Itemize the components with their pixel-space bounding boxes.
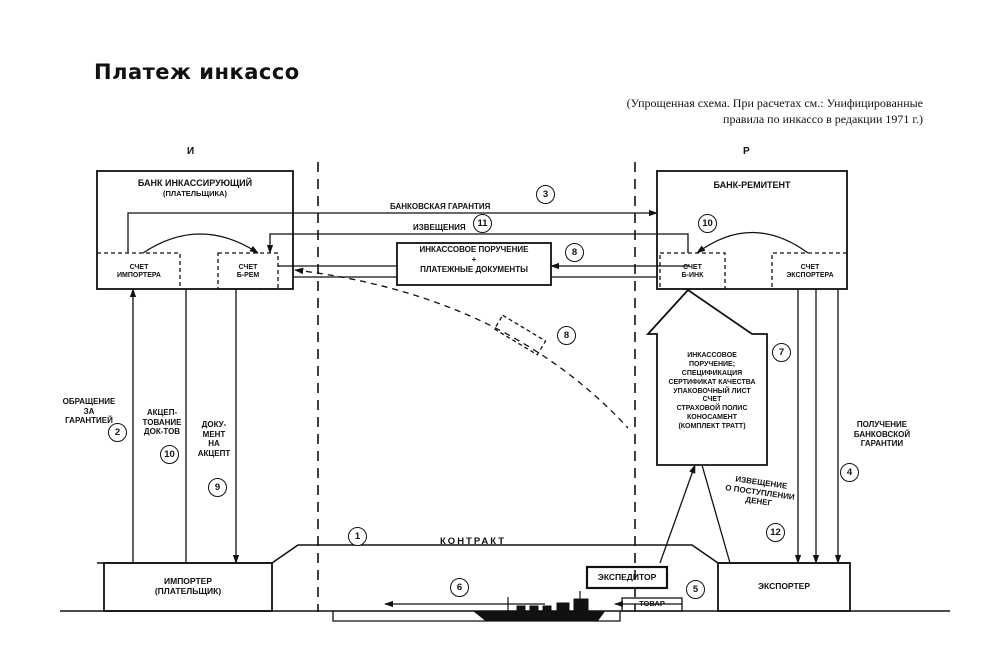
importer-box [103, 562, 273, 612]
mail-route [294, 267, 629, 429]
document-item: СЧЕТ [702, 396, 722, 404]
document-item: КОНОСАМЕНТ [687, 414, 737, 422]
importer-account: СЧЕТ ИМПОРТЕРА [100, 264, 178, 281]
b-rem-account-line-1: СЧЕТ [238, 264, 258, 271]
acceptance-line-1: АКЦЕП- [146, 408, 178, 417]
b-rem-account: СЧЕТ Б-РЕМ [218, 264, 278, 281]
remitting-bank-arc [696, 231, 809, 254]
step-2-badge: 2 [108, 423, 127, 442]
forwarder-label: ЭКСПЕДИТОР [597, 572, 657, 582]
collecting-bank-name: БАНК ИНКАССИРУЮЩИЙ [137, 178, 253, 188]
goods-label: ТОВАР [639, 599, 665, 608]
step-5-badge: 5 [686, 580, 705, 599]
notices-label: ИЗВЕЩЕНИЯ [413, 223, 466, 232]
notices-line [266, 233, 689, 254]
guarantee-receipt-line-2: БАНКОВСКОЙ [853, 429, 911, 439]
b-ink-account-line-2: Б-ИНК [681, 272, 704, 280]
importer-account-line-2: ИМПОРТЕРА [117, 272, 161, 280]
side-right-label: Р [743, 146, 750, 157]
diagram-subtitle: (Упрощенная схема. При расчетах см.: Уни… [323, 95, 923, 127]
acceptance-line-2: ТОВАНИЕ [142, 417, 182, 427]
importer-account-box [97, 252, 181, 289]
importer-label: ИМПОРТЕР (ПЛАТЕЛЬЩИК) [104, 576, 272, 596]
collection-order-label: ИНКАССОВОЕ ПОРУЧЕНИЕ + ПЛАТЕЖНЫЕ ДОКУМЕН… [397, 245, 551, 275]
step-12-badge: 12 [766, 523, 785, 542]
exporter-box [717, 562, 851, 612]
page-title: Платеж инкассо [94, 60, 300, 84]
exporter-account-box [771, 252, 847, 289]
subtitle-line-2: правила по инкассо в редакции 1971 г.) [723, 112, 923, 127]
guarantee-request-line-2: ЗА [83, 406, 95, 416]
documents-list: ИНКАССОВОЕ ПОРУЧЕНИЕ; СПЕЦИФИКАЦИЯ СЕРТИ… [657, 352, 767, 432]
guarantee-request-line-1: ОБРАЩЕНИЕ [62, 397, 116, 406]
exporter-account: СЧЕТ ЭКСПОРТЕРА [774, 264, 846, 281]
collecting-bank-title: БАНК ИНКАССИРУЮЩИЙ (ПЛАТЕЛЬЩИКА) [97, 178, 293, 198]
step-3-badge: 3 [536, 185, 555, 204]
contract-outline [97, 544, 850, 564]
collection-order-line-1: ИНКАССОВОЕ ПОРУЧЕНИЕ [419, 245, 529, 254]
ship-icon [473, 591, 605, 621]
guarantee-receipt-line-1: ПОЛУЧЕНИЕ [856, 420, 908, 429]
forwarder-box [585, 565, 669, 590]
guarantee-label: БАНКОВСКАЯ ГАРАНТИЯ [390, 202, 491, 211]
document-item: СТРАХОВОЙ ПОЛИС [676, 405, 748, 413]
step-6-badge: 6 [450, 578, 469, 597]
step-9-badge: 9 [208, 478, 227, 497]
b-rem-account-line-2: Б-РЕМ [236, 272, 260, 280]
document-item: ИНКАССОВОЕ [687, 352, 737, 359]
document-item: (КОМПЛЕКТ ТРАТТ) [678, 423, 746, 430]
acceptance-label: АКЦЕП- ТОВАНИЕ ДОК-ТОВ [140, 408, 184, 437]
exporter-account-line-1: СЧЕТ [800, 264, 820, 271]
document-for-acceptance-line-2: МЕНТ [202, 429, 226, 439]
step-10-bank-badge: 10 [698, 214, 717, 233]
b-ink-account-box [659, 252, 726, 290]
remitting-bank-box [656, 170, 848, 290]
document-item: СПЕЦИФИКАЦИЯ [681, 369, 743, 377]
guarantee-line [127, 209, 658, 253]
side-left-label: И [187, 146, 195, 157]
collecting-bank-arc [142, 233, 259, 254]
acceptance-line-3: ДОК-ТОВ [143, 427, 181, 437]
document-for-acceptance-line-3: НА [208, 439, 220, 449]
guarantee-request-line-3: ГАРАНТИЕЙ [65, 416, 113, 426]
step-10-badge: 10 [160, 445, 179, 464]
collection-order-line-3: ПЛАТЕЖНЫЕ ДОКУМЕНТЫ [420, 265, 528, 274]
guarantee-receipt-label: ПОЛУЧЕНИЕ БАНКОВСКОЙ ГАРАНТИИ [842, 420, 922, 449]
document-for-acceptance-label: ДОКУ- МЕНТ НА АКЦЕПТ [193, 420, 235, 458]
document-for-acceptance-line-4: АКЦЕПТ [197, 448, 231, 458]
collecting-bank-box [96, 170, 294, 290]
step-11-badge: 11 [473, 214, 492, 233]
step-7-badge: 7 [772, 343, 791, 362]
document-item: СЕРТИФИКАТ КАЧЕСТВА [668, 378, 756, 386]
document-item: ПОРУЧЕНИЕ; [688, 360, 736, 368]
importer-role: (ПЛАТЕЛЬЩИК) [154, 586, 222, 597]
b-rem-account-box [217, 252, 279, 290]
contract-label: КОНТРАКТ [440, 536, 507, 547]
step-1-badge: 1 [348, 527, 367, 546]
documents-arrow [645, 288, 768, 466]
collecting-bank-role: (ПЛАТЕЛЬЩИКА) [163, 188, 227, 198]
remitting-bank-title: БАНК-РЕМИТЕНТ [713, 180, 791, 190]
b-ink-account-line-1: СЧЕТ [683, 264, 702, 271]
step-8-mail-badge: 8 [557, 326, 576, 345]
collection-order-line-2: + [471, 255, 477, 264]
guarantee-receipt-line-3: ГАРАНТИИ [860, 439, 904, 449]
b-ink-account: СЧЕТ Б-ИНК [660, 264, 725, 281]
mail-envelope [493, 314, 547, 356]
exporter-label: ЭКСПОРТЕР [757, 581, 811, 591]
importer-account-line-1: СЧЕТ [129, 264, 149, 271]
importer-name: ИМПОРТЕР [164, 576, 212, 586]
step-8-badge: 8 [565, 243, 584, 262]
document-for-acceptance-line-1: ДОКУ- [201, 420, 227, 429]
guarantee-request-label: ОБРАЩЕНИЕ ЗА ГАРАНТИЕЙ [50, 397, 128, 426]
forwarder-doc-line-1 [659, 464, 696, 564]
subtitle-line-1: (Упрощенная схема. При расчетах см.: Уни… [626, 96, 923, 110]
step-4-badge: 4 [840, 463, 859, 482]
exporter-account-line-2: ЭКСПОРТЕРА [786, 272, 834, 280]
document-item: УПАКОВОЧНЫЙ ЛИСТ [673, 387, 751, 395]
forwarder-doc-line-2 [701, 464, 731, 564]
